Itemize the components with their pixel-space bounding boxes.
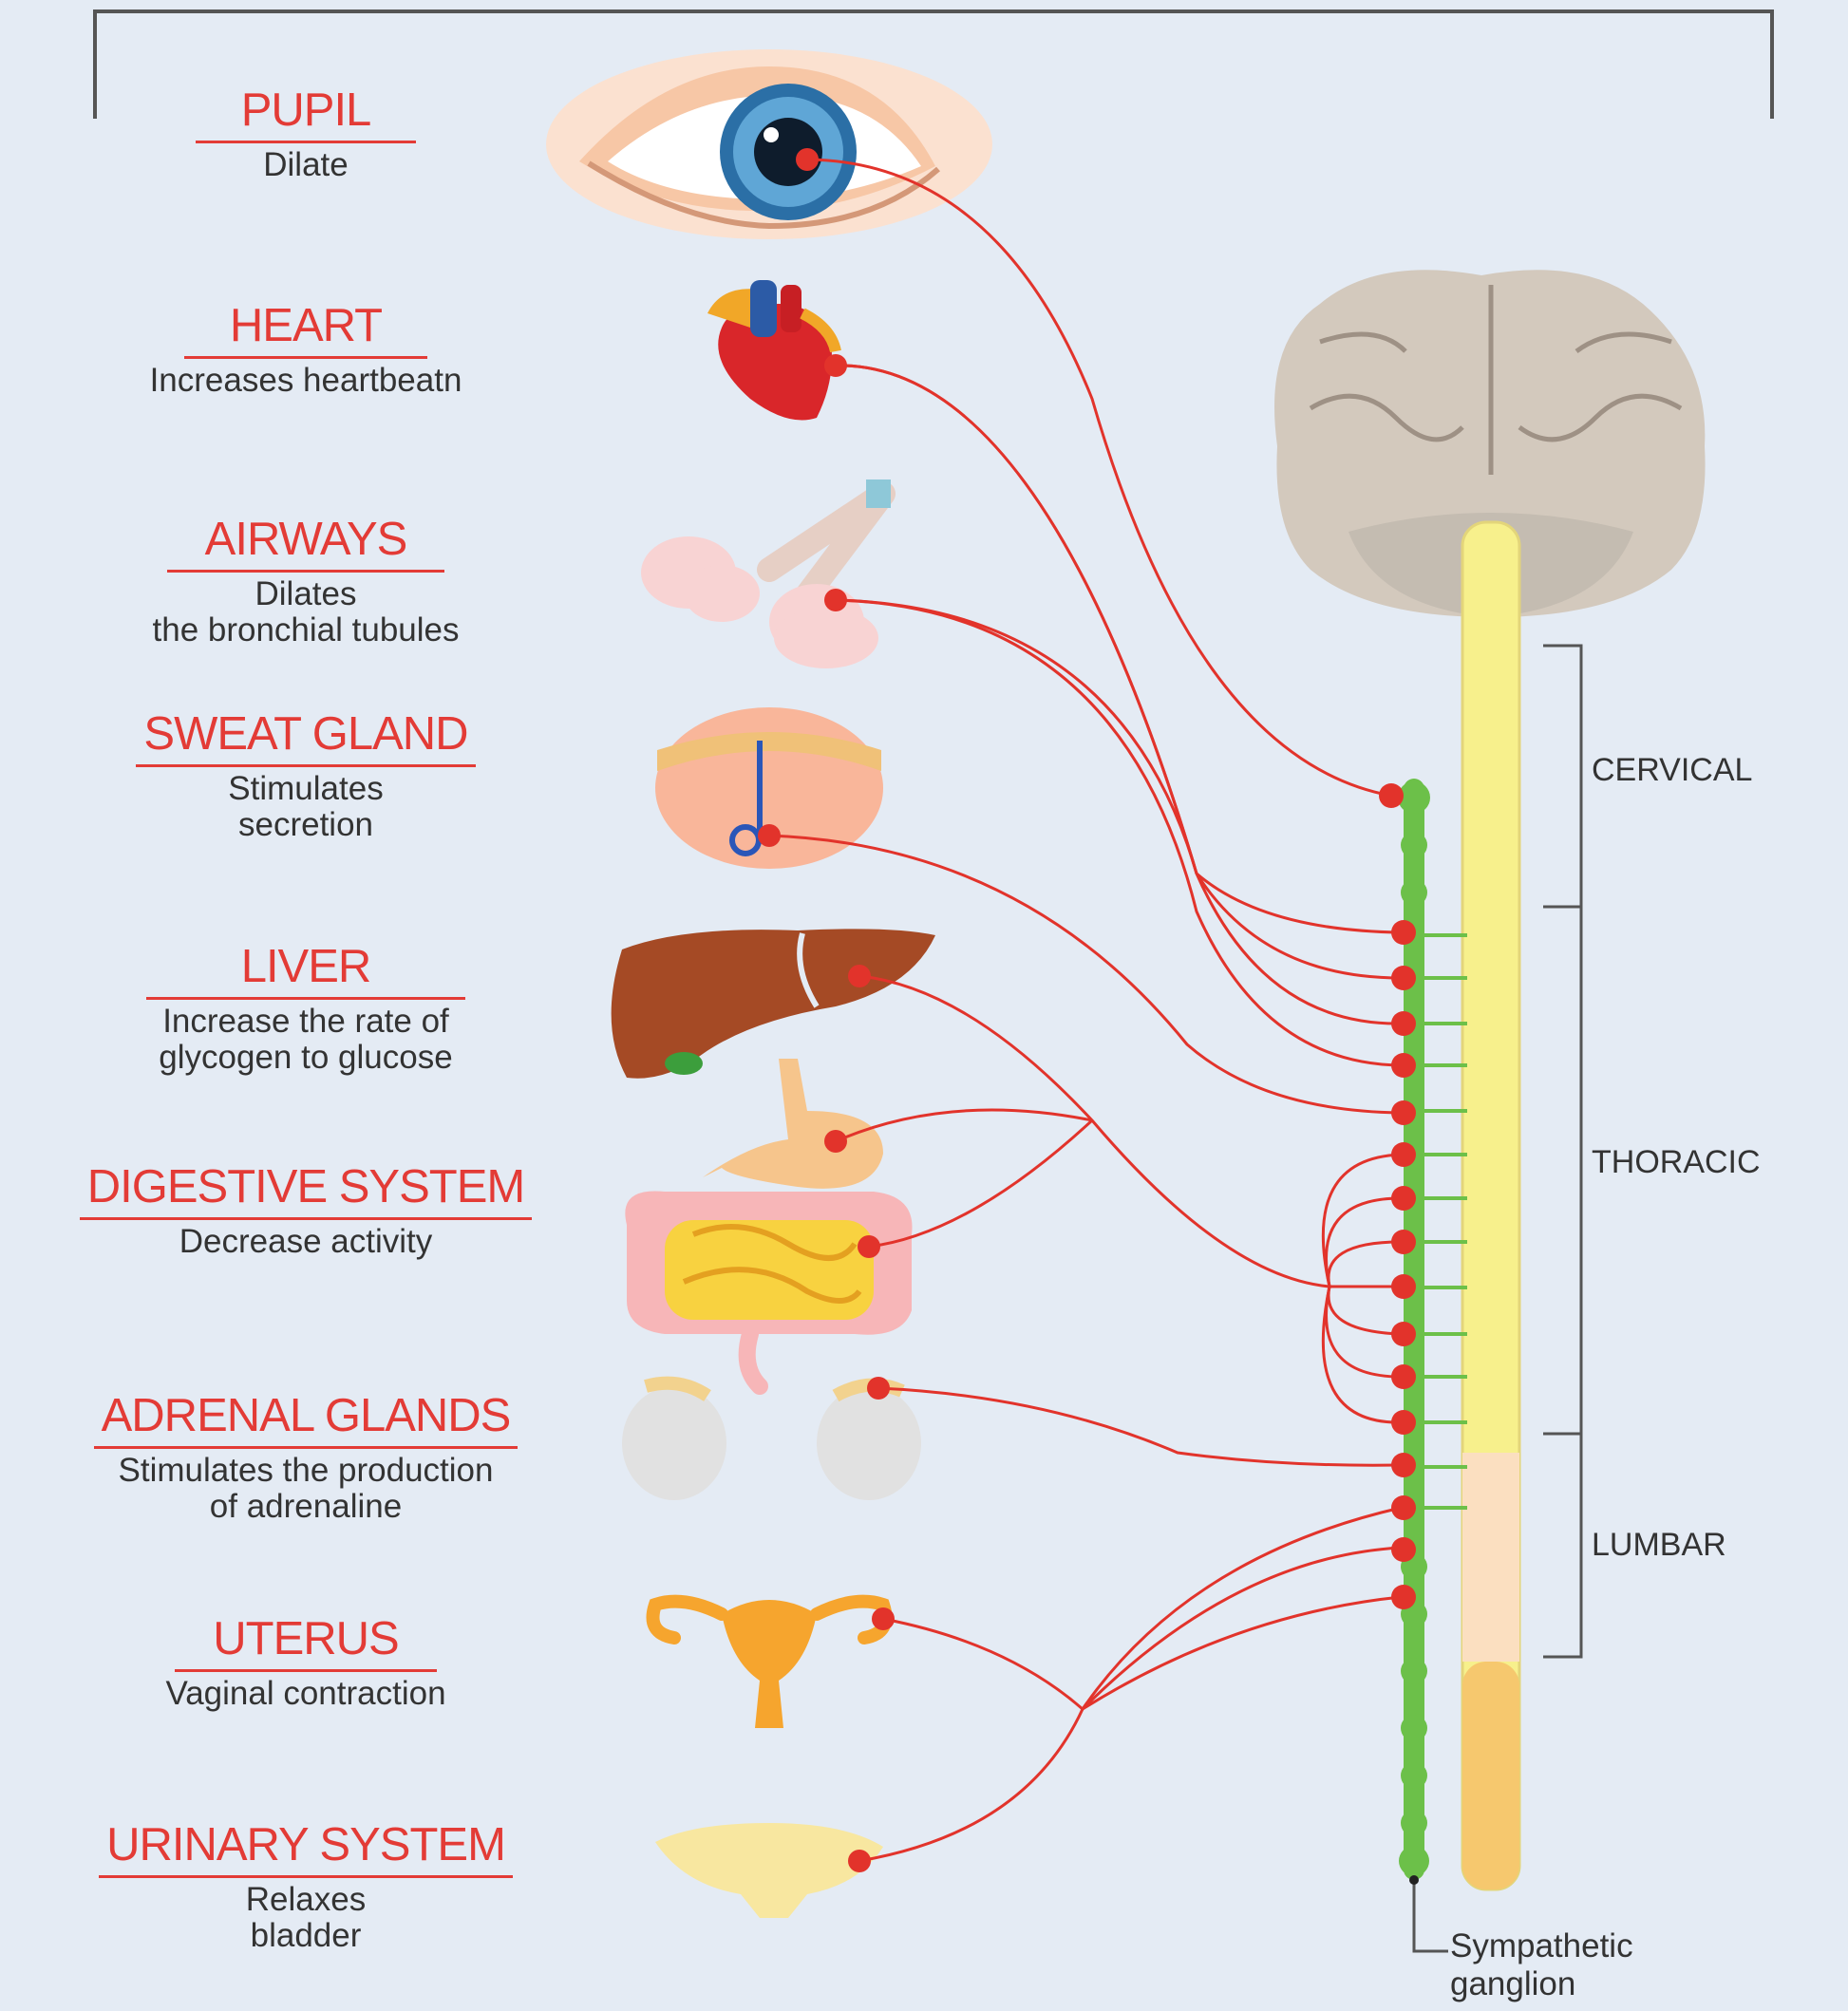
organ-label-heart: HEART Increases heartbeatn [59,299,553,399]
organ-description: Stimulates the production of adrenaline [59,1453,553,1525]
organ-description: Increases heartbeatn [59,363,553,399]
ganglion-branches [1424,935,1467,1508]
sympathetic-ganglion-label: Sympathetic ganglion [1450,1927,1633,2003]
organ-label-uterus: UTERUS Vaginal contraction [59,1612,553,1712]
organ-title: DIGESTIVE SYSTEM [80,1160,532,1220]
organ-label-pupil: PUPIL Dilate [59,84,553,183]
organ-label-digestive-system: DIGESTIVE SYSTEM Decrease activity [59,1160,553,1260]
organ-description: Relaxes bladder [59,1882,553,1954]
organ-label-adrenal-glands: ADRENAL GLANDS Stimulates the production… [59,1389,553,1525]
thoracic-bracket [1543,907,1581,1434]
organ-description: Dilate [59,147,553,183]
adrenal-glands-icon [622,1383,921,1500]
lumbar-bracket [1543,1434,1581,1657]
airways-icon [641,479,891,668]
organ-title: LIVER [146,940,466,1000]
organ-description: Decrease activity [59,1224,553,1260]
organ-title: URINARY SYSTEM [99,1818,513,1878]
cervical-bracket [1543,646,1581,907]
eye-icon [546,49,992,239]
region-label-cervical: CERVICAL [1592,752,1752,788]
organ-label-airways: AIRWAYS Dilates the bronchial tubules [59,513,553,648]
liver-icon [612,929,935,1078]
organ-label-liver: LIVER Increase the rate of glycogen to g… [59,940,553,1076]
organ-title: SWEAT GLAND [136,707,475,767]
organ-description: Increase the rate of glycogen to glucose [59,1004,553,1076]
organ-title: AIRWAYS [167,513,445,573]
ganglion-pointer-line [1414,1880,1448,1951]
region-label-thoracic: THORACIC [1592,1144,1761,1180]
organ-description: Stimulates secretion [59,771,553,843]
urinary-bladder-icon [655,1823,883,1918]
organ-title: ADRENAL GLANDS [94,1389,519,1449]
region-label-lumbar: LUMBAR [1592,1527,1726,1563]
organ-title: HEART [184,299,427,359]
spinal-cord [1462,522,1519,1889]
organ-description: Dilates the bronchial tubules [59,576,553,648]
ganglion-pointer-dot [1409,1875,1419,1885]
organ-description: Vaginal contraction [59,1676,553,1712]
organ-label-sweat-gland: SWEAT GLAND Stimulates secretion [59,707,553,843]
uterus-icon [653,1600,886,1728]
heart-icon [707,280,836,421]
organ-title: PUPIL [196,84,417,143]
digestive-system-icon [625,1059,912,1386]
organ-title: UTERUS [175,1612,436,1672]
organ-label-urinary-system: URINARY SYSTEM Relaxes bladder [59,1818,553,1954]
